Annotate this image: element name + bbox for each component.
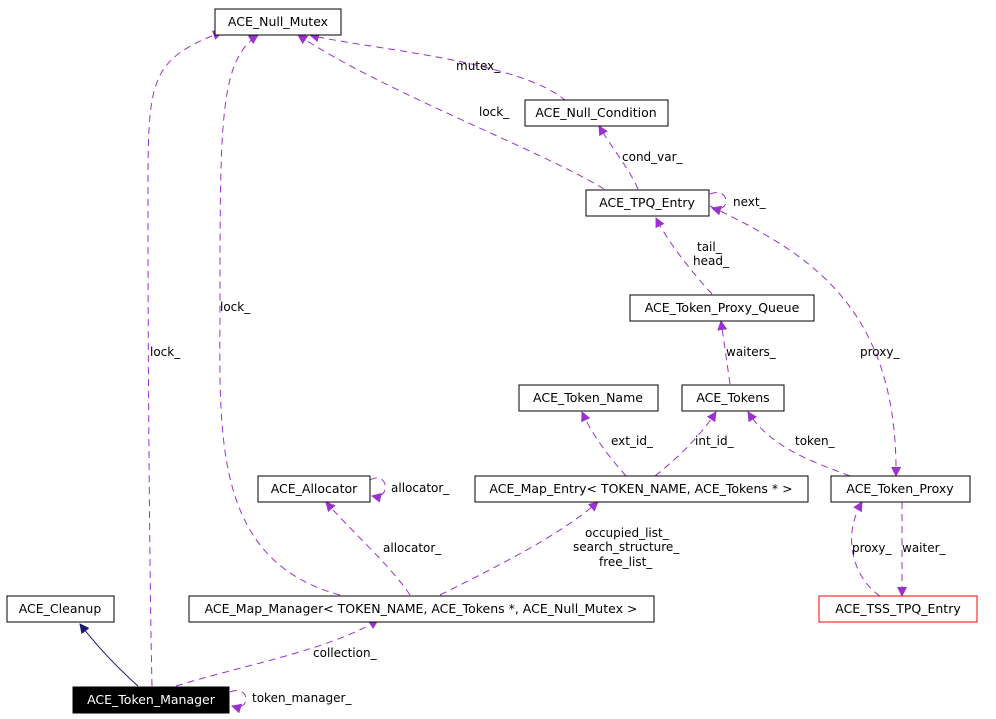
label-token-manager-self: token_manager_ <box>252 691 352 705</box>
edge-mutex <box>309 32 567 102</box>
edge-allocator-map <box>325 501 411 596</box>
node-label: ACE_TPQ_Entry <box>599 195 695 210</box>
label-proxy-tss: proxy_ <box>852 541 892 555</box>
node-label: ACE_Token_Name <box>533 390 643 405</box>
label-waiter: waiter_ <box>902 541 947 555</box>
edge-lock-manager <box>147 30 223 687</box>
edge-waiters <box>717 320 731 385</box>
edge-next <box>709 192 727 216</box>
node-label: ACE_Null_Condition <box>535 105 656 120</box>
node-label: ACE_Cleanup <box>19 601 102 616</box>
edge-inherit-cleanup <box>79 623 139 687</box>
label-next: next_ <box>733 195 767 209</box>
edge-collection <box>175 619 379 687</box>
label-allocator-self: allocator_ <box>391 481 450 495</box>
edge-labels: mutex_ lock_ cond_var_ next_ tail_ head_… <box>150 59 947 705</box>
label-head: head_ <box>693 254 730 268</box>
edge-occupied-list <box>439 501 599 596</box>
edges <box>79 30 907 714</box>
node-label: ACE_Token_Manager <box>87 692 216 707</box>
label-allocator-map: allocator_ <box>383 541 442 555</box>
node-token-proxy[interactable]: ACE_Token_Proxy <box>830 475 971 503</box>
node-token-name[interactable]: ACE_Token_Name <box>518 384 659 412</box>
edge-proxy-tpq <box>709 205 902 477</box>
node-tss-tpq-entry[interactable]: ACE_TSS_TPQ_Entry <box>818 595 978 623</box>
label-tail: tail_ <box>697 240 723 254</box>
label-collection: collection_ <box>313 646 378 660</box>
edge-tail-head <box>655 217 713 295</box>
node-label: ACE_Token_Proxy_Queue <box>645 300 800 315</box>
edge-cond-var <box>598 125 639 190</box>
node-token-proxy-queue[interactable]: ACE_Token_Proxy_Queue <box>629 294 815 322</box>
node-null-mutex[interactable]: ACE_Null_Mutex <box>214 8 342 36</box>
label-lock-manager: lock_ <box>150 345 181 359</box>
edge-token-manager-self <box>229 690 247 714</box>
label-occupied-list: occupied_list_ <box>585 526 670 540</box>
label-mutex: mutex_ <box>456 59 501 73</box>
label-cond-var: cond_var_ <box>622 150 684 164</box>
label-token: token_ <box>795 434 836 448</box>
label-lock-map: lock_ <box>220 300 251 314</box>
label-int-id: int_id_ <box>695 434 735 448</box>
node-map-manager[interactable]: ACE_Map_Manager< TOKEN_NAME, ACE_Tokens … <box>188 595 655 623</box>
node-label: ACE_Allocator <box>271 481 358 496</box>
label-lock-condition: lock_ <box>479 105 510 119</box>
node-null-condition[interactable]: ACE_Null_Condition <box>524 99 669 127</box>
label-proxy-tpq: proxy_ <box>860 345 900 359</box>
node-map-entry[interactable]: ACE_Map_Entry< TOKEN_NAME, ACE_Tokens * … <box>474 475 809 503</box>
edge-allocator-self <box>369 477 386 503</box>
label-waiters: waiters_ <box>726 345 777 359</box>
node-label: ACE_Map_Entry< TOKEN_NAME, ACE_Tokens * … <box>489 481 792 496</box>
node-tpq-entry[interactable]: ACE_TPQ_Entry <box>585 189 710 217</box>
node-label: ACE_TSS_TPQ_Entry <box>835 601 961 616</box>
node-label: ACE_Token_Proxy <box>846 481 954 496</box>
node-tokens[interactable]: ACE_Tokens <box>681 384 785 412</box>
label-free-list: free_list_ <box>599 555 653 569</box>
edge-lock-map <box>219 34 341 596</box>
edge-ext-id <box>581 411 627 477</box>
label-search-structure: search_structure_ <box>573 540 680 554</box>
node-label: ACE_Tokens <box>696 390 769 405</box>
node-allocator[interactable]: ACE_Allocator <box>257 475 371 503</box>
label-ext-id: ext_id_ <box>611 434 654 448</box>
node-token-manager: ACE_Token_Manager <box>72 686 230 714</box>
node-label: ACE_Map_Manager< TOKEN_NAME, ACE_Tokens … <box>205 601 638 616</box>
node-cleanup[interactable]: ACE_Cleanup <box>6 595 115 623</box>
node-label: ACE_Null_Mutex <box>228 14 328 29</box>
edge-lock-tpq <box>297 34 605 190</box>
